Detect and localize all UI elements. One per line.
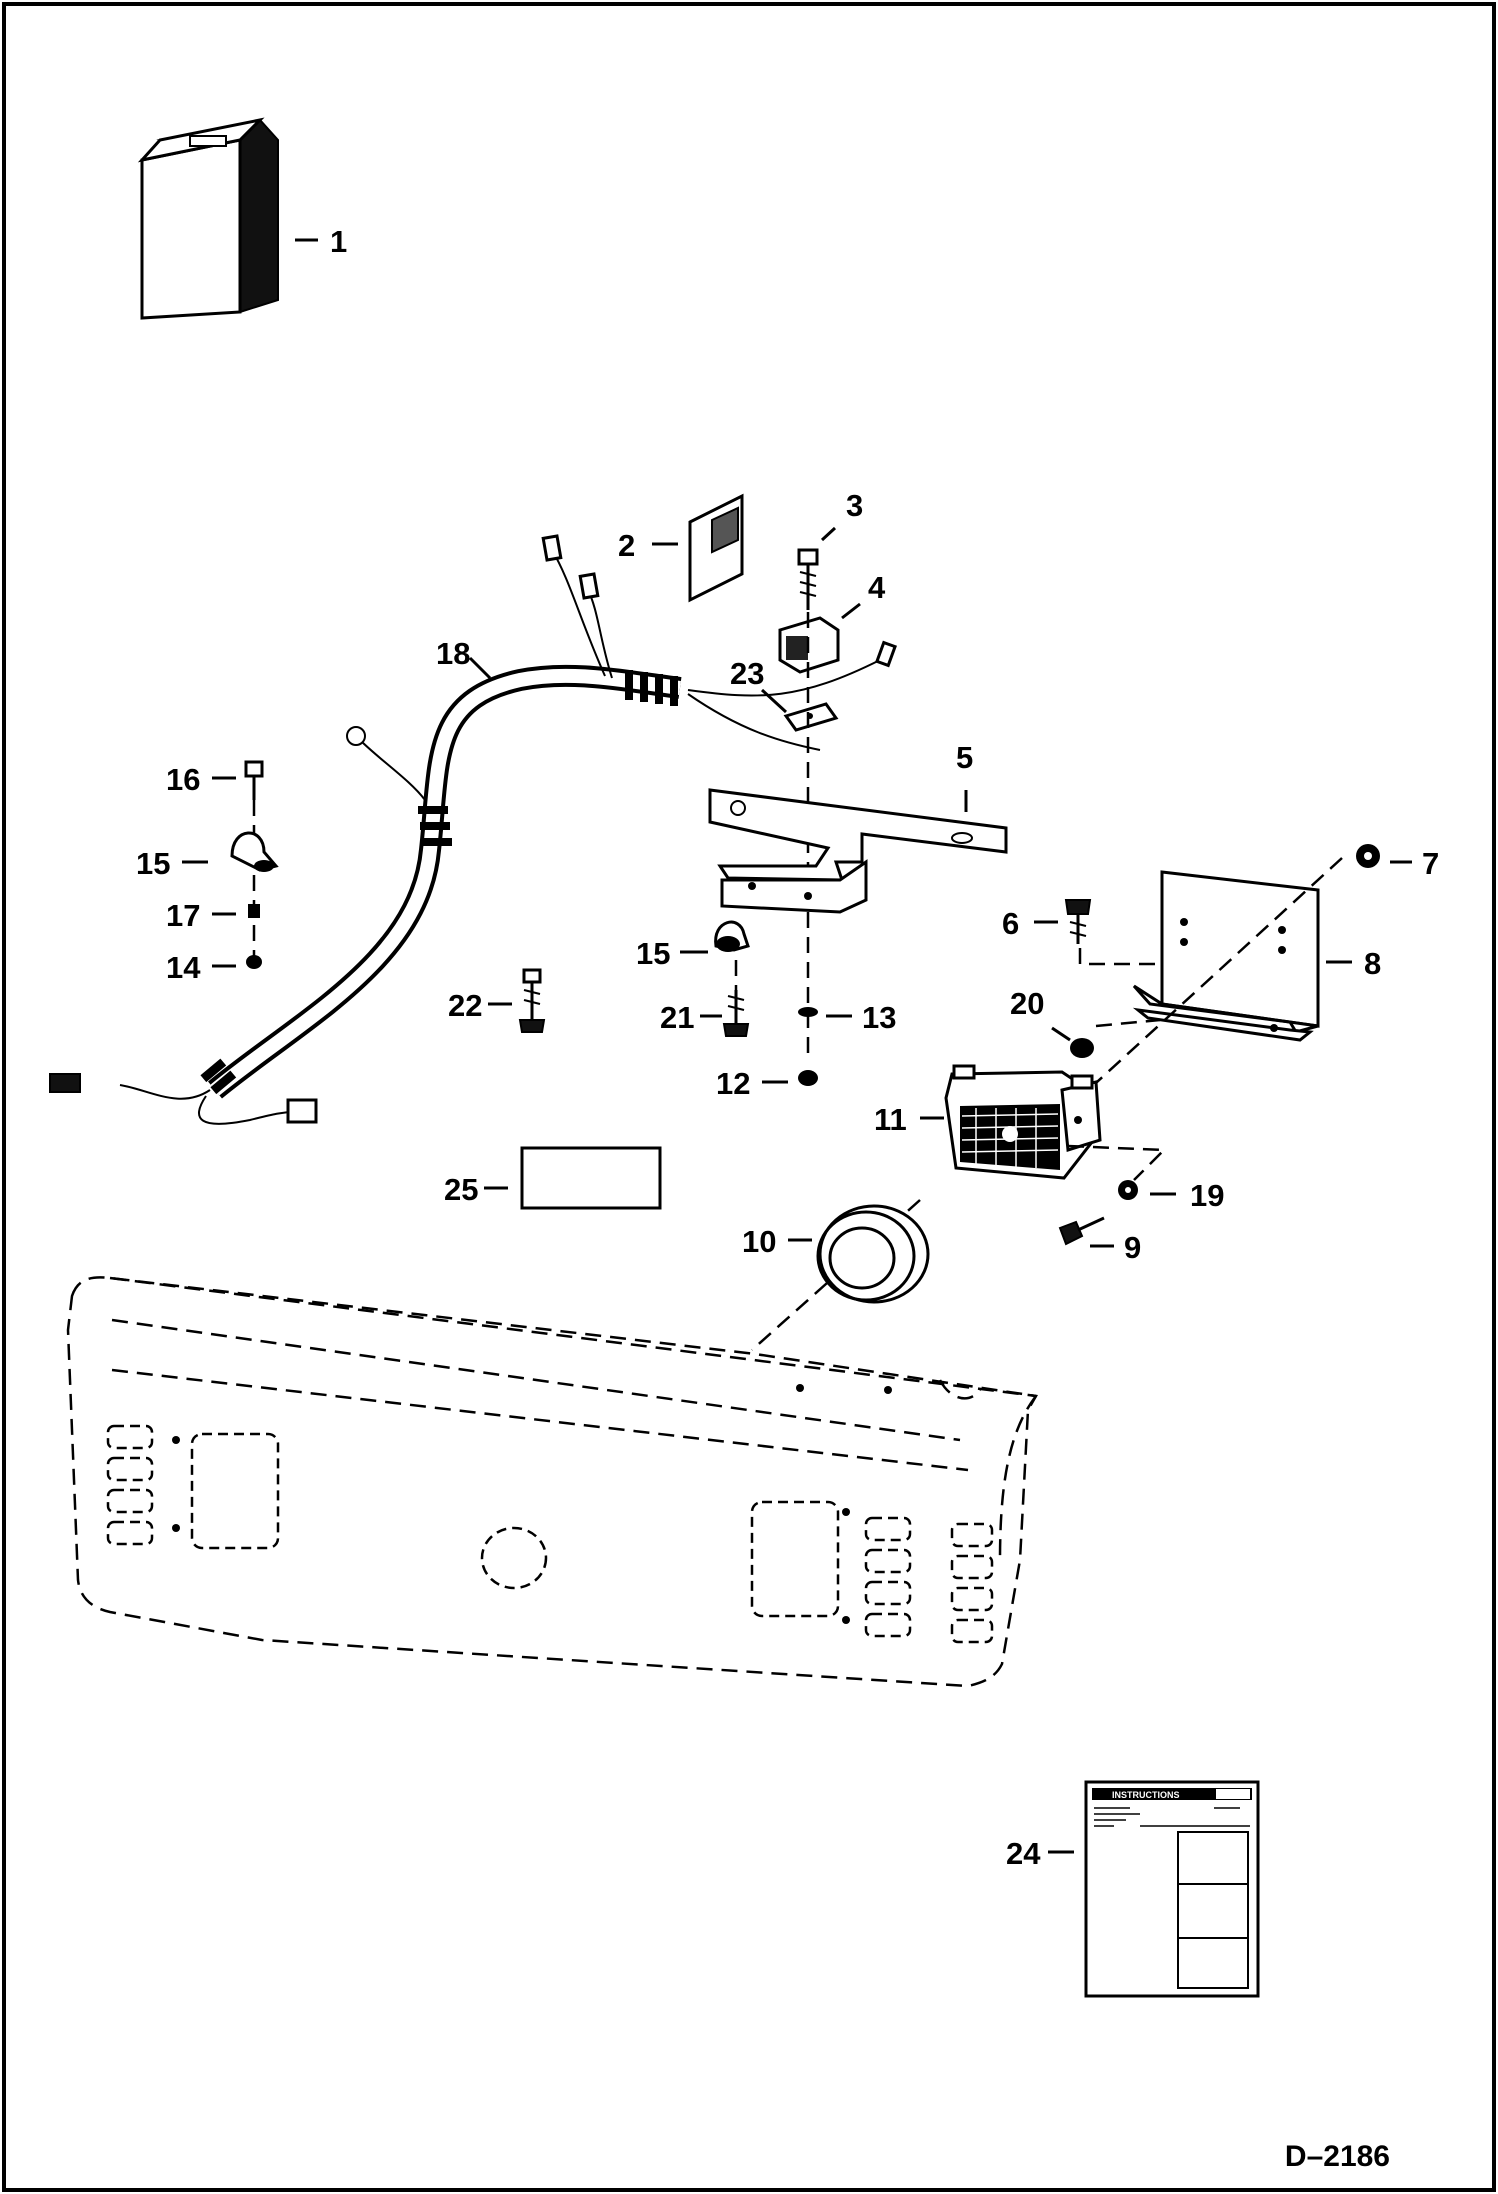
nut-item-20: [1051, 1018, 1161, 1058]
callout-21: 21: [660, 1000, 694, 1035]
callout-18: 18: [436, 636, 470, 671]
callout-25: 25: [444, 1172, 478, 1207]
clamp-item-15: [680, 920, 750, 954]
bolt-item-22: [488, 968, 546, 1033]
decal-plate: [652, 493, 744, 603]
callout-13: 13: [862, 1000, 896, 1035]
callout-16: 16: [166, 762, 200, 797]
callout-10: 10: [742, 1224, 776, 1259]
nut-item-19: [1118, 1180, 1176, 1200]
decal-item-25: [484, 1146, 662, 1210]
callout-6: 6: [1002, 906, 1019, 941]
callout-1: 1: [330, 224, 347, 259]
callout-22: 22: [448, 988, 482, 1023]
callout-labels: 1 2 3 4 5 6 7 8 9 10 11 12 13 14 15 15 1…: [136, 224, 1439, 1871]
callout-14: 14: [166, 950, 201, 985]
bolt-item-6: [1034, 899, 1160, 966]
instruction-sheet-heading: INSTRUCTIONS: [1112, 1790, 1180, 1800]
relay-switch: [778, 602, 861, 674]
bracket-item-5: [708, 788, 1008, 914]
callout-9: 9: [1124, 1230, 1141, 1265]
callout-20: 20: [1010, 986, 1044, 1021]
wire-harness: [49, 534, 897, 1125]
callout-15b: 15: [636, 936, 670, 971]
rear-panel-phantom: [66, 1276, 1038, 1688]
screw-item-3: [797, 526, 837, 610]
callout-23: 23: [730, 656, 764, 691]
callout-17: 17: [166, 898, 200, 933]
grommet: [788, 1204, 930, 1304]
callout-3: 3: [846, 488, 863, 523]
kit-box: [137, 117, 318, 320]
bolt-item-9: [1058, 1216, 1114, 1248]
nut-item-7: [1356, 844, 1412, 868]
callout-12: 12: [716, 1066, 750, 1101]
callout-4: 4: [868, 570, 886, 605]
drawing-code: D–2186: [1285, 2140, 1390, 2173]
bracket-item-8: [1085, 857, 1352, 1093]
callout-7: 7: [1422, 846, 1439, 881]
callout-5: 5: [956, 740, 973, 775]
bolt-item-21: [700, 960, 750, 1037]
callout-15a: 15: [136, 846, 170, 881]
callout-19: 19: [1190, 1178, 1224, 1213]
mount-plate-23: [760, 688, 839, 732]
clamp-stack-left: [182, 760, 279, 969]
callout-11: 11: [874, 1102, 907, 1137]
backup-alarm: [751, 1064, 1167, 1351]
callout-2: 2: [618, 528, 635, 563]
callout-8: 8: [1364, 946, 1381, 981]
instruction-sheet: [1048, 1780, 1260, 1998]
washer-nut-13-12: [762, 1007, 852, 1086]
callout-24: 24: [1006, 1836, 1041, 1871]
